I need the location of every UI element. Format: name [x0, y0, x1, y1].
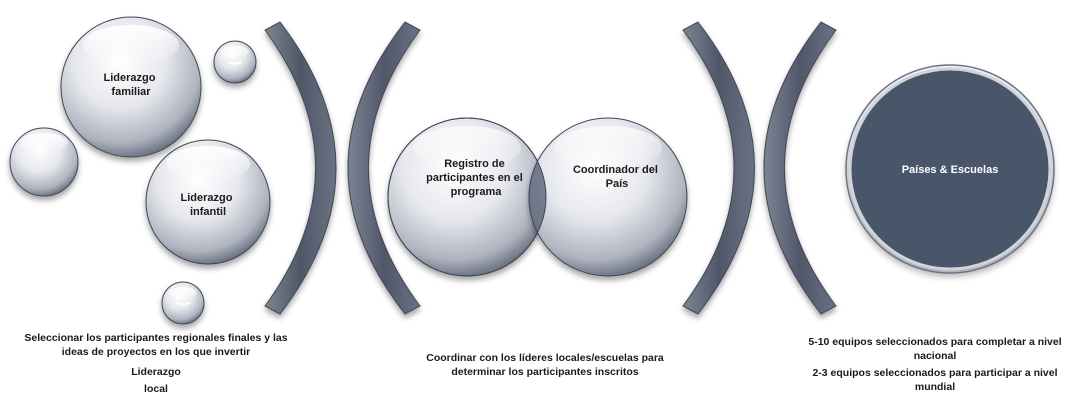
bubble-liderazgo-infantil	[145, 139, 271, 265]
caption-left: Seleccionar los participantes regionales…	[6, 331, 306, 396]
svg-text:Registro de participantes: Registro de participantes en el programa	[426, 158, 526, 198]
svg-text:Coordinador del País: Coordinador del País	[573, 164, 661, 190]
registro-line2: participantes en el	[426, 172, 523, 184]
caption-left-line3: Liderazgo	[131, 366, 181, 378]
caption-center-line2: determinar los participantes inscritos	[451, 366, 639, 378]
coordinador-line1: Coordinador del	[573, 164, 658, 176]
svg-text:Liderazgo infantil: Liderazgo infantil	[180, 192, 235, 218]
liderazgo-infantil-line2: infantil	[190, 206, 226, 218]
circle-paises-escuelas	[845, 64, 1055, 274]
bubble-small-top	[213, 40, 257, 84]
bubble-small-left	[9, 127, 79, 197]
liderazgo-familiar-line1: Liderazgo	[103, 72, 155, 84]
registro-line1: Registro de	[444, 158, 505, 170]
caption-left-line2: ideas de proyectos en los que invertir	[61, 346, 251, 358]
svg-text:Liderazgo familiar: Liderazgo familiar	[103, 72, 158, 98]
caption-right: 5-10 equipos seleccionados para completa…	[790, 335, 1080, 394]
venn-overlap	[528, 118, 546, 276]
caption-right-line3: 2-3 equipos seleccionados para participa…	[812, 367, 1058, 379]
caption-left-line1: Seleccionar los participantes regionales…	[24, 332, 288, 344]
bubble-small-bottom	[161, 281, 205, 325]
bracket-open-2	[763, 21, 837, 315]
caption-center: Coordinar con los líderes locales/escuel…	[395, 351, 695, 379]
caption-left-line4: local	[144, 383, 168, 395]
caption-right-line2: nacional	[913, 350, 957, 362]
liderazgo-infantil-line1: Liderazgo	[180, 192, 232, 204]
bracket-close-2	[682, 21, 755, 315]
paises-escuelas-label: Países & Escuelas	[902, 164, 999, 176]
registro-line3: programa	[451, 186, 503, 198]
caption-center-line1: Coordinar con los líderes locales/escuel…	[426, 352, 664, 364]
coordinador-line2: País	[606, 178, 629, 190]
bracket-close-1	[264, 21, 337, 315]
liderazgo-familiar-line2: familiar	[111, 86, 151, 98]
bracket-open-1	[347, 21, 421, 315]
caption-right-line1: 5-10 equipos seleccionados para completa…	[808, 336, 1062, 348]
caption-right-line4: mundial	[914, 381, 956, 393]
bubble-liderazgo-familiar	[60, 16, 202, 158]
